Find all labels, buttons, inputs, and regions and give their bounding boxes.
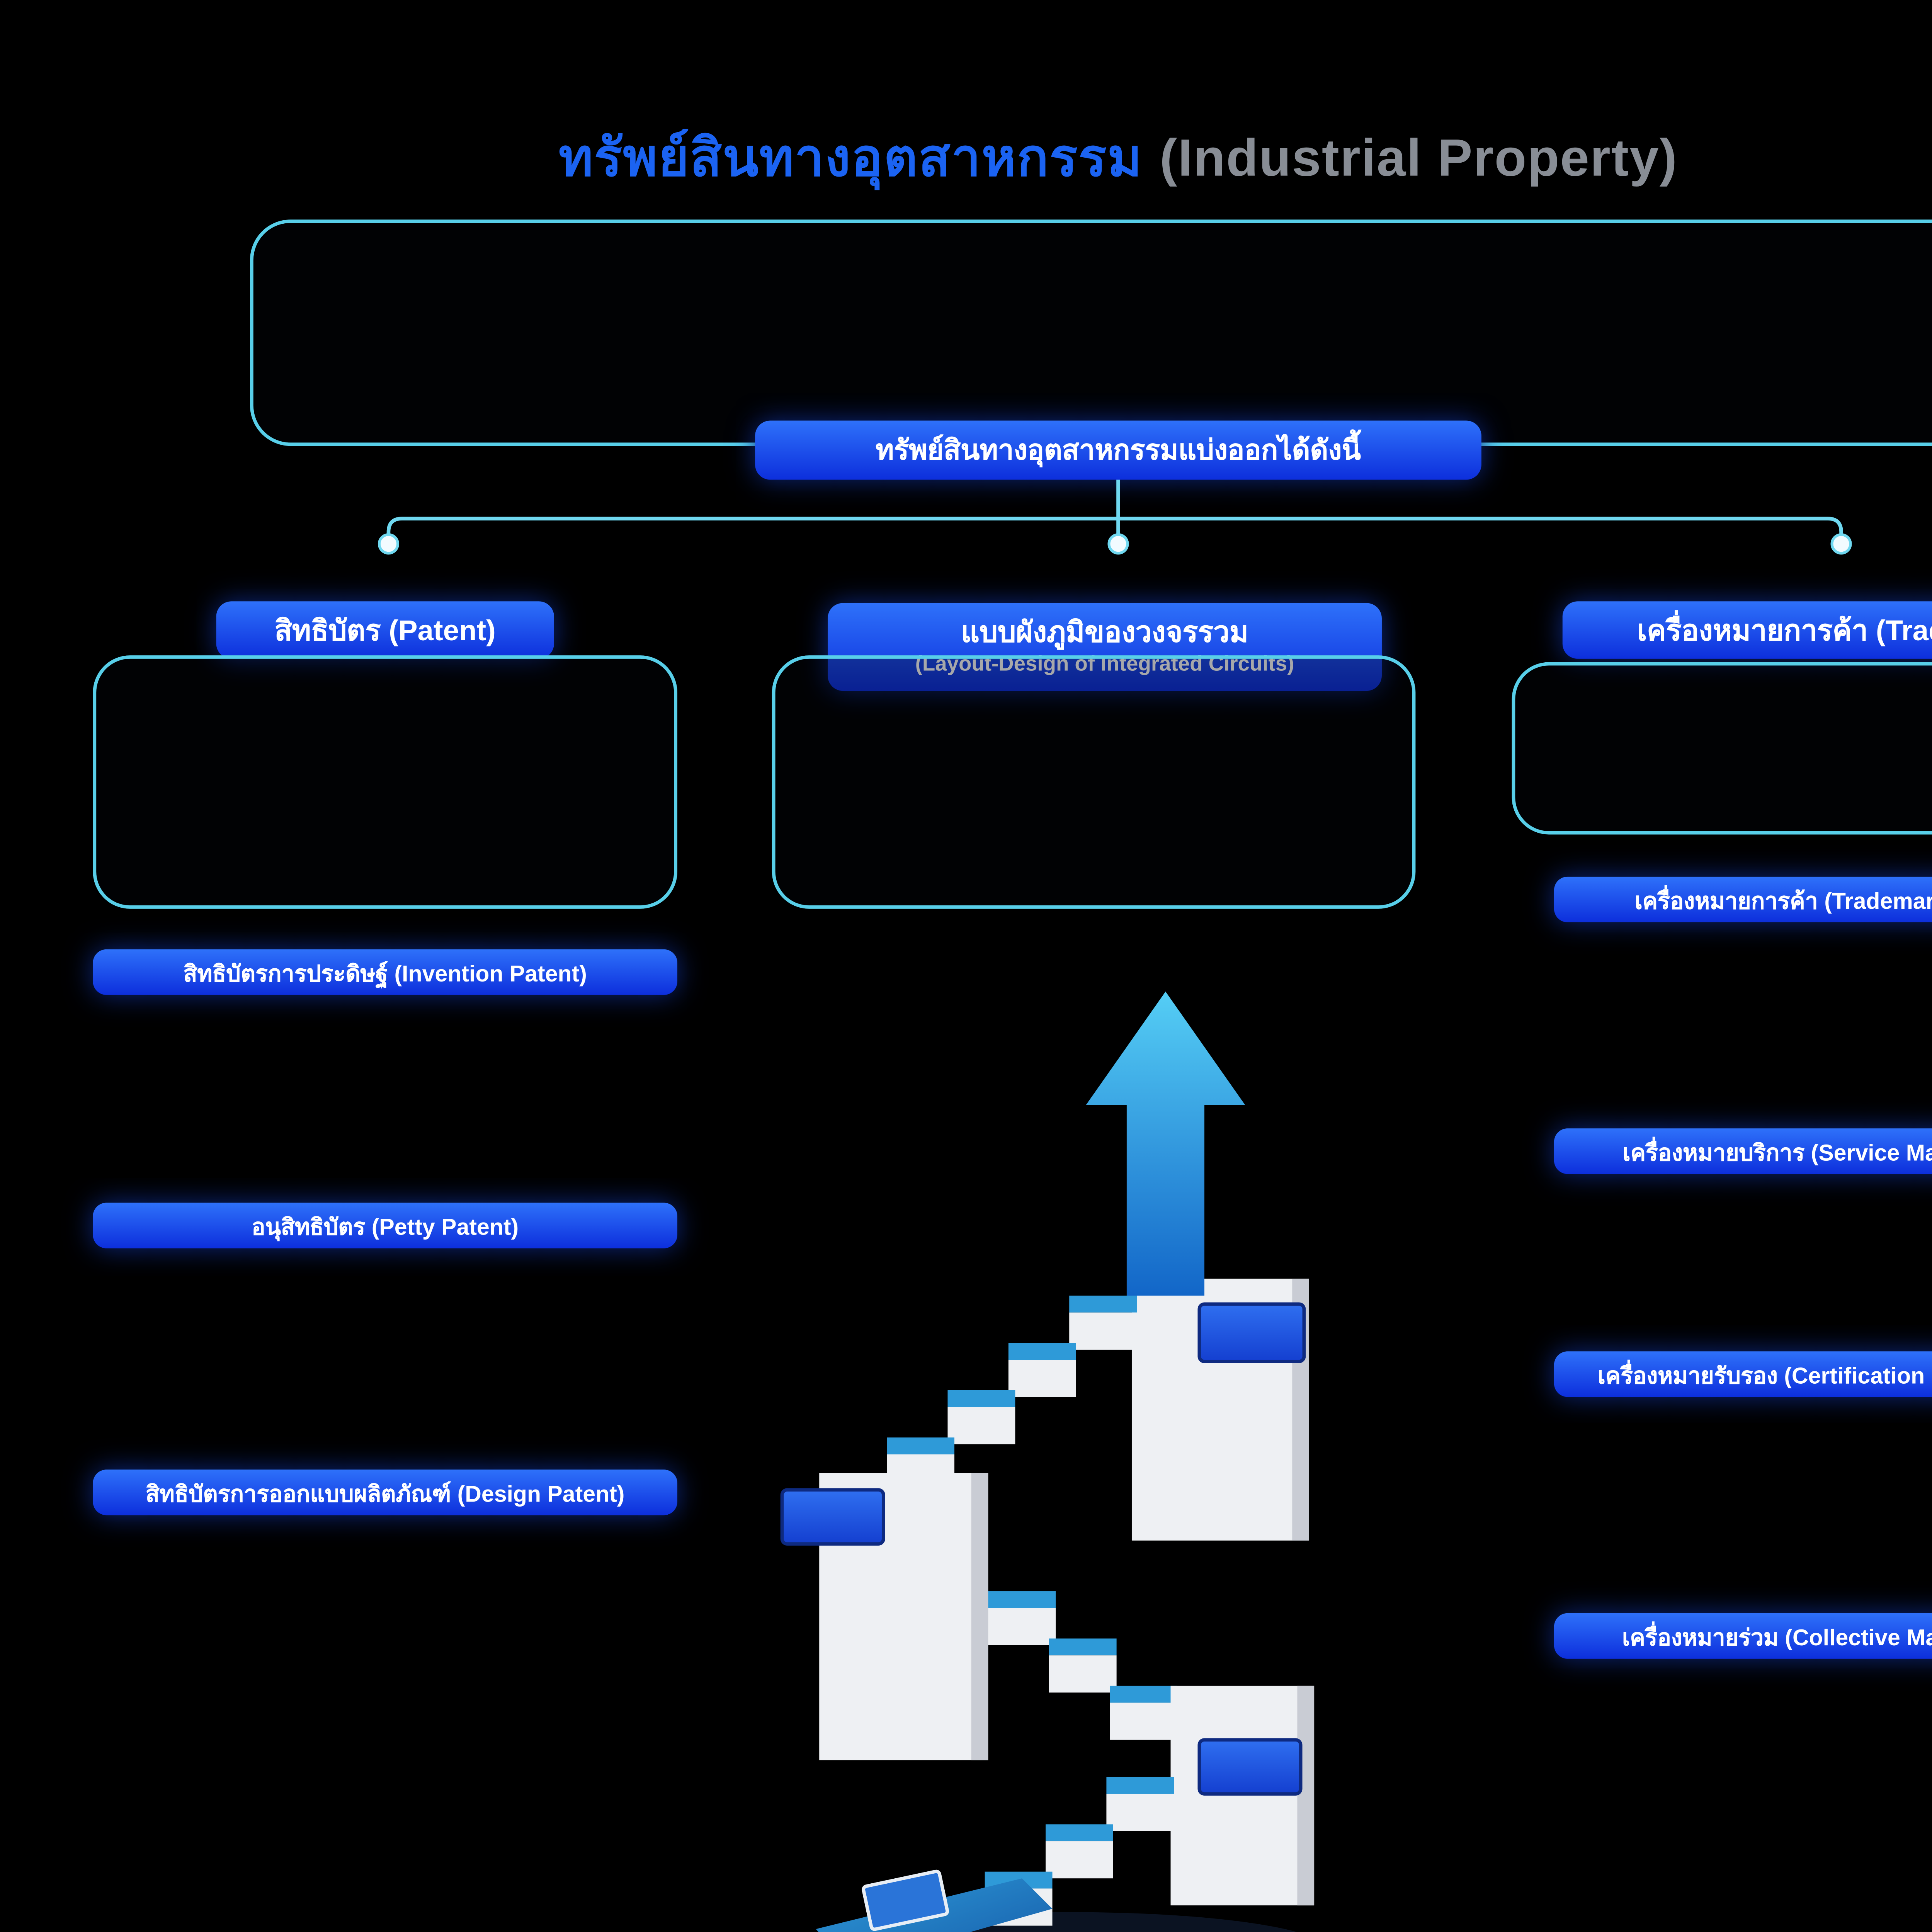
- stair-steps-lower: [985, 1777, 1174, 1926]
- trademark-item-pill: เครื่องหมายร่วม (Collective Mark): [1554, 1613, 1932, 1659]
- page-title-thai: ทรัพย์สินทางอุตสาหกรรม: [558, 128, 1143, 188]
- flag-banner: [1197, 1738, 1303, 1796]
- platform-block: [1170, 1685, 1315, 1906]
- patent-header-label: สิทธิบัตร (Patent): [274, 614, 496, 646]
- patent-item-label: สิทธิบัตรการออกแบบผลิตภัณฑ์ (Design Pate…: [145, 1480, 625, 1506]
- trademark-item-pill: เครื่องหมายรับรอง (Certification Mark): [1554, 1351, 1932, 1397]
- patent-item-pill: สิทธิบัตรการออกแบบผลิตภัณฑ์ (Design Pate…: [93, 1469, 678, 1515]
- patent-item-pill: อนุสิทธิบัตร (Petty Patent): [93, 1202, 678, 1248]
- layout-design-header-line1: แบบผังภูมิของวงจรรวม: [961, 617, 1248, 649]
- patent-item-label: อนุสิทธิบัตร (Petty Patent): [252, 1213, 519, 1239]
- trademark-header-label: เครื่องหมายการค้า (Trademark): [1637, 614, 1932, 646]
- layout-design-box: [772, 655, 1416, 909]
- trademark-item-pill: เครื่องหมายการค้า (Trademark): [1554, 876, 1932, 922]
- page-title-english: (Industrial Property): [1160, 128, 1678, 188]
- overview-box: [250, 219, 1932, 446]
- intro-pill: ทรัพย์สินทางอุตสาหกรรมแบ่งออกได้ดังนี้: [755, 420, 1481, 480]
- ramp-flag: [862, 1869, 949, 1931]
- staircase-growth-illustration: [780, 992, 1315, 1932]
- intro-pill-label: ทรัพย์สินทางอุตสาหกรรมแบ่งออกได้ดังนี้: [875, 435, 1361, 466]
- patent-box: [93, 655, 678, 909]
- illustration-shadow: [849, 1912, 1297, 1932]
- trademark-item-label: เครื่องหมายรับรอง (Certification Mark): [1597, 1362, 1932, 1388]
- trademark-box: [1512, 662, 1932, 835]
- trademark-item-label: เครื่องหมายบริการ (Service Mark): [1622, 1139, 1932, 1165]
- stair-steps-middle: [988, 1591, 1178, 1740]
- branch-dot: [378, 533, 400, 555]
- up-arrow: [1086, 992, 1245, 1296]
- branch-dot: [1830, 533, 1852, 555]
- trademark-item-pill: เครื่องหมายบริการ (Service Mark): [1554, 1128, 1932, 1174]
- trademark-item-label: เครื่องหมายร่วม (Collective Mark): [1622, 1624, 1932, 1650]
- bottom-ramp: [816, 1878, 1053, 1932]
- branch-dot: [1107, 533, 1129, 555]
- trademark-header-pill: เครื่องหมายการค้า (Trademark): [1562, 601, 1932, 659]
- patent-header-pill: สิทธิบัตร (Patent): [216, 601, 554, 659]
- page-title: ทรัพย์สินทางอุตสาหกรรม (Industrial Proper…: [0, 115, 1932, 199]
- flag-banner: [780, 1488, 885, 1546]
- layout-design-header-pill: แบบผังภูมิของวงจรรวม (Layout-Design of I…: [828, 603, 1382, 691]
- stair-steps-upper: [887, 1296, 1137, 1492]
- platform-block: [1131, 1279, 1309, 1541]
- trademark-item-label: เครื่องหมายการค้า (Trademark): [1634, 888, 1932, 913]
- patent-item-label: สิทธิบัตรการประดิษฐ์ (Invention Patent): [183, 960, 587, 986]
- flag-banner: [1197, 1302, 1306, 1363]
- platform-block: [819, 1473, 988, 1760]
- top-branch-bracket: [386, 517, 1843, 536]
- patent-item-pill: สิทธิบัตรการประดิษฐ์ (Invention Patent): [93, 949, 678, 995]
